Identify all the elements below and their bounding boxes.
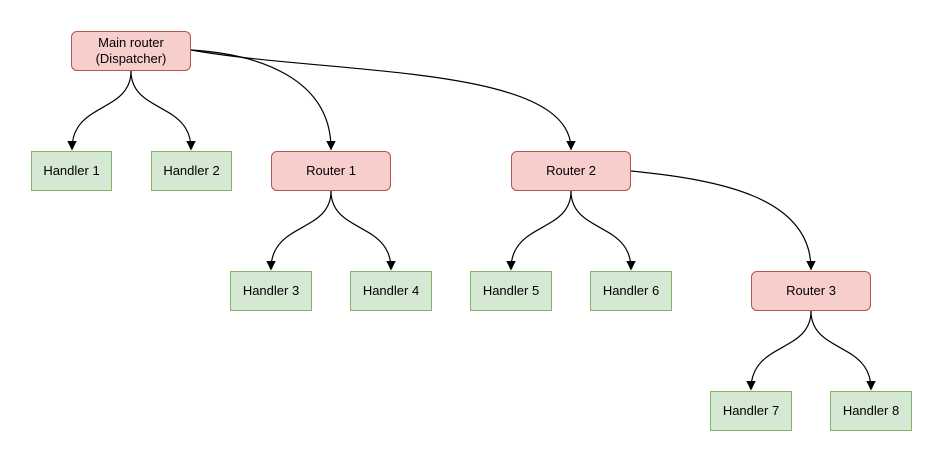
- node-handler-7: Handler 7: [710, 391, 792, 431]
- node-router-2: Router 2: [511, 151, 631, 191]
- node-handler-5-label: Handler 5: [482, 283, 540, 299]
- node-router-3-label: Router 3: [786, 283, 836, 299]
- node-router-3: Router 3: [751, 271, 871, 311]
- edge-main-router-to-handler2: [130, 70, 196, 151]
- node-handler-8: Handler 8: [830, 391, 912, 431]
- edge-router1-to-handler4: [330, 190, 396, 271]
- edge-main-router-to-router2: [190, 49, 576, 151]
- node-handler-3-label: Handler 3: [242, 283, 300, 299]
- node-handler-5: Handler 5: [470, 271, 552, 311]
- node-main-router-label: Main router (Dispatcher): [95, 35, 167, 66]
- node-main-router: Main router (Dispatcher): [71, 31, 191, 71]
- node-handler-7-label: Handler 7: [722, 403, 780, 419]
- node-handler-2-label: Handler 2: [163, 163, 220, 179]
- node-handler-1-label: Handler 1: [43, 163, 100, 179]
- node-handler-1: Handler 1: [31, 151, 112, 191]
- node-handler-6-label: Handler 6: [602, 283, 660, 299]
- node-handler-2: Handler 2: [151, 151, 232, 191]
- node-handler-8-label: Handler 8: [842, 403, 900, 419]
- edge-router2-to-router3: [630, 170, 816, 271]
- edge-main-router-to-handler1: [67, 70, 132, 151]
- node-handler-4: Handler 4: [350, 271, 432, 311]
- node-handler-4-label: Handler 4: [362, 283, 420, 299]
- edge-main-router-to-router1: [190, 49, 336, 151]
- node-handler-3: Handler 3: [230, 271, 312, 311]
- edge-router2-to-handler6: [570, 190, 636, 271]
- edge-router3-to-handler7: [746, 310, 812, 391]
- edge-router1-to-handler3: [266, 190, 332, 271]
- node-router-2-label: Router 2: [546, 163, 596, 179]
- node-handler-6: Handler 6: [590, 271, 672, 311]
- edge-router2-to-handler5: [506, 190, 572, 271]
- edge-router3-to-handler8: [810, 310, 876, 391]
- node-router-1: Router 1: [271, 151, 391, 191]
- node-router-1-label: Router 1: [306, 163, 356, 179]
